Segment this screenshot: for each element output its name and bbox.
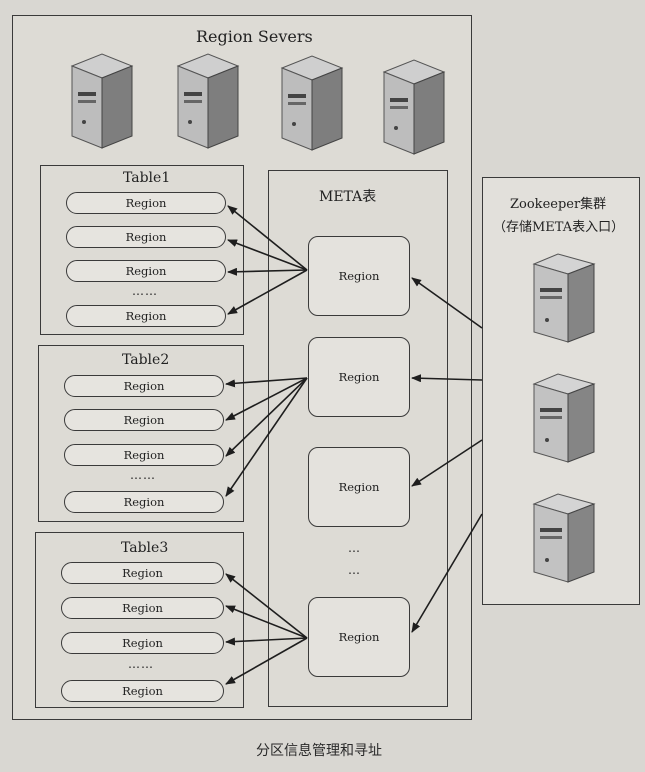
meta-region-box: Region bbox=[308, 597, 410, 677]
table1-title: Table1 bbox=[123, 170, 171, 186]
meta-region-box: Region bbox=[308, 447, 410, 527]
table1-region-pill: Region bbox=[66, 305, 226, 327]
zookeeper-title: Zookeeper集群 bbox=[510, 197, 607, 212]
meta-region-box: Region bbox=[308, 337, 410, 417]
zookeeper-server-icon bbox=[528, 490, 598, 589]
table1-region-pill: Region bbox=[66, 260, 226, 282]
meta-ellipsis: … bbox=[348, 541, 360, 555]
table3-region-pill: Region bbox=[61, 632, 224, 654]
table2-region-pill: Region bbox=[64, 444, 224, 466]
server-icon bbox=[172, 52, 242, 154]
table2-ellipsis: …… bbox=[130, 468, 156, 482]
meta-region-box: Region bbox=[308, 236, 410, 316]
table2-title: Table2 bbox=[122, 352, 170, 368]
table3-ellipsis: …… bbox=[128, 657, 154, 671]
table1-region-pill: Region bbox=[66, 192, 226, 214]
region-servers-title: Region Severs bbox=[196, 27, 313, 46]
server-icon bbox=[276, 54, 346, 156]
meta-table-title: META表 bbox=[319, 189, 377, 205]
meta-ellipsis: … bbox=[348, 563, 360, 577]
table3-title: Table3 bbox=[121, 540, 169, 556]
table3-region-pill: Region bbox=[61, 562, 224, 584]
figure-caption: 分区信息管理和寻址 bbox=[256, 743, 382, 759]
table3-region-pill: Region bbox=[61, 597, 224, 619]
table3-region-pill: Region bbox=[61, 680, 224, 702]
server-icon bbox=[378, 58, 448, 160]
table1-ellipsis: …… bbox=[132, 284, 158, 298]
zookeeper-server-icon bbox=[528, 250, 598, 349]
zookeeper-subtitle: （存储META表入口） bbox=[493, 220, 625, 235]
zookeeper-server-icon bbox=[528, 370, 598, 469]
server-icon bbox=[66, 52, 136, 154]
table2-region-pill: Region bbox=[64, 491, 224, 513]
table1-region-pill: Region bbox=[66, 226, 226, 248]
table2-region-pill: Region bbox=[64, 375, 224, 397]
table2-region-pill: Region bbox=[64, 409, 224, 431]
